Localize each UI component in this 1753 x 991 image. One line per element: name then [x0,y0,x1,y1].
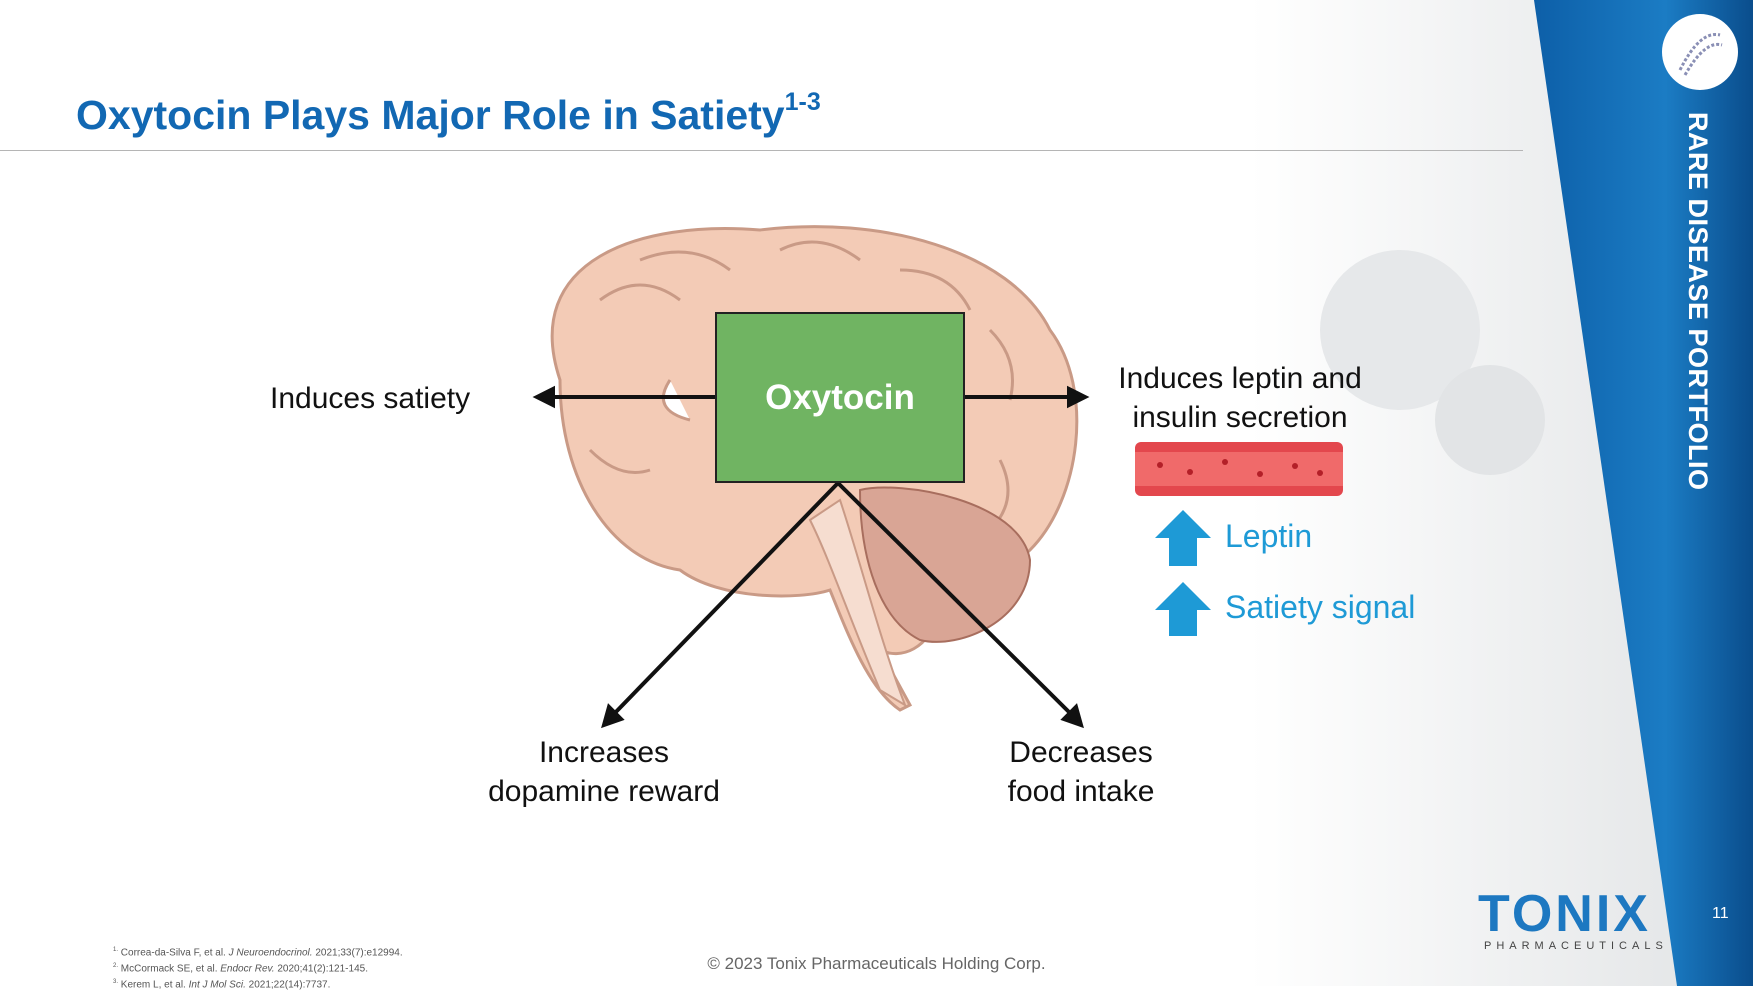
section-label: RARE DISEASE PORTFOLIO [1683,112,1713,491]
label-leptin-insulin: Induces leptin and insulin secretion [1090,359,1390,437]
label-leptin: Leptin [1225,518,1313,554]
references: 1. Correa-da-Silva F, et al. J Neuroendo… [113,944,403,991]
slide-title: Oxytocin Plays Major Role in Satiety1-3 [76,88,821,138]
arrow-down-left [610,481,840,718]
reference-item: 3. Kerem L, et al. Int J Mol Sci. 2021;2… [113,978,331,990]
arrow-up-icon [1155,510,1211,566]
label-line: Induces leptin and [1118,362,1362,395]
logo-subtitle: PHARMACEUTICALS [1484,940,1668,952]
tonix-logo: TONIX PHARMACEUTICALS [1478,885,1668,958]
label-line: insulin secretion [1132,401,1348,434]
arrow-up-icon [1155,582,1211,636]
reference-item: 1. Correa-da-Silva F, et al. J Neuroendo… [113,947,403,959]
label-line: dopamine reward [488,775,720,808]
label-food-intake: Decreases food intake [931,733,1231,811]
logo-name: TONIX [1478,885,1651,943]
label-induces-satiety: Induces satiety [270,382,471,415]
reference-item: 2. McCormack SE, et al. Endocr Rev. 2020… [113,962,368,975]
blood-vessel-icon [1135,442,1343,496]
label-line: food intake [1007,775,1155,808]
arrow-down-right [836,481,1075,718]
label-dopamine-reward: Increases dopamine reward [454,733,754,811]
copyright: © 2023 Tonix Pharmaceuticals Holding Cor… [707,954,1046,973]
title-divider [0,150,1523,151]
label-line: Decreases [1009,736,1153,769]
oxytocin-box: Oxytocin [715,312,965,483]
label-satiety-signal: Satiety signal [1225,589,1416,625]
label-line: Increases [538,736,670,769]
page-number: 11 [1712,905,1729,922]
